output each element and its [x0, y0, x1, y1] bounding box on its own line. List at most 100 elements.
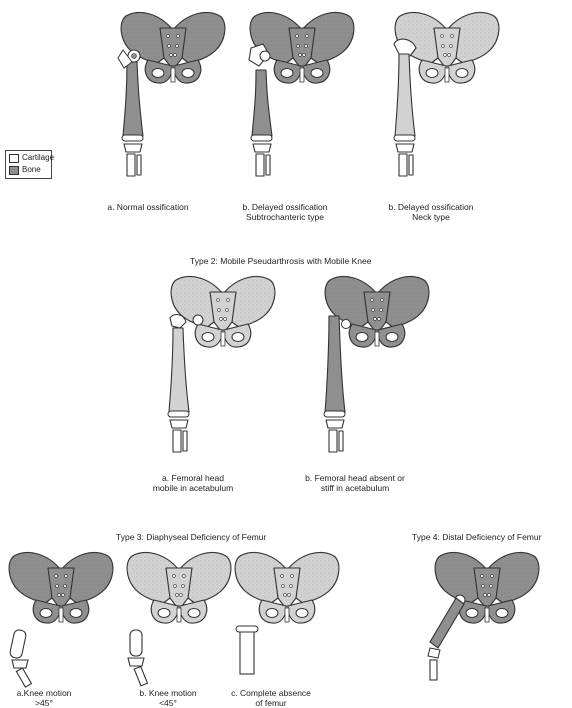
- tibia: [399, 154, 407, 176]
- tibia: [134, 667, 147, 686]
- type2-title: Type 2: Mobile Pseudarthrosis with Mobil…: [190, 256, 371, 266]
- sacral-foramen: [299, 54, 302, 57]
- sacrum: [166, 568, 192, 606]
- obturator-foramen: [152, 69, 164, 78]
- pubic-symphysis: [59, 608, 63, 622]
- proximal-tibia: [128, 658, 144, 666]
- sacral-foramen: [491, 575, 494, 578]
- sacral-foramen: [176, 594, 179, 597]
- tibia: [430, 660, 437, 680]
- sacrum: [274, 568, 300, 606]
- pubic-symphysis: [285, 608, 289, 622]
- sacrum: [210, 292, 236, 330]
- figure-delayed-neck: [394, 12, 499, 176]
- caption-complete-absence: c. Complete absence of femur: [226, 688, 316, 708]
- sacral-foramen: [174, 585, 177, 588]
- proximal-tibia: [124, 144, 142, 152]
- sacral-foramen: [220, 318, 223, 321]
- tibia: [173, 430, 181, 452]
- proximal-tibia: [396, 144, 414, 152]
- sacral-foramen: [481, 575, 484, 578]
- tibia: [240, 628, 254, 674]
- femoral-head-cartilage: [193, 315, 203, 325]
- figure-distal-deficiency: [428, 552, 539, 680]
- pubic-symphysis: [375, 332, 379, 346]
- pubic-symphysis: [177, 608, 181, 622]
- sacral-foramen: [372, 309, 375, 312]
- caption-normal-ossification: a. Normal ossification: [88, 202, 208, 212]
- sacral-foramen: [444, 54, 447, 57]
- acetabulum-cartilage: [342, 320, 351, 329]
- caption-line: b. Knee motion: [128, 688, 208, 698]
- caption-line: b. Delayed ossification: [366, 202, 496, 212]
- distal-femur-cartilage: [324, 411, 345, 417]
- sacral-foramen: [488, 594, 491, 597]
- sacrum: [474, 568, 500, 606]
- caption-line: a. Normal ossification: [88, 202, 208, 212]
- distal-femur-cartilage: [168, 411, 189, 417]
- distal-femur-cartilage: [122, 135, 143, 141]
- tibia: [127, 154, 135, 176]
- caption-femoral-head-mobile: a. Femoral head mobile in acetabulum: [133, 473, 253, 493]
- sacral-foramen: [484, 594, 487, 597]
- obturator-foramen: [426, 69, 438, 78]
- figure-knee-motion-lt45: [127, 552, 231, 685]
- figure-delayed-subtrochanteric: [249, 12, 354, 176]
- sacral-foramen: [374, 318, 377, 321]
- sacral-foramen: [227, 299, 230, 302]
- obturator-foramen: [266, 609, 278, 618]
- tibia: [329, 430, 337, 452]
- caption-line: b. Delayed ossification: [225, 202, 345, 212]
- caption-line: a. Femoral head: [133, 473, 253, 483]
- caption-line: b. Femoral head absent or: [290, 473, 420, 483]
- rudimentary-femur-cartilage: [130, 630, 142, 656]
- sacral-foramen: [218, 309, 221, 312]
- obturator-foramen: [158, 609, 170, 618]
- distal-femur-cartilage: [251, 135, 272, 141]
- sacral-foramen: [168, 45, 171, 48]
- sacrum: [160, 28, 186, 66]
- cartilage-swatch: [9, 154, 19, 163]
- tibia: [256, 154, 264, 176]
- obturator-foramen: [356, 333, 368, 342]
- fibula: [409, 155, 413, 175]
- fibula: [266, 155, 270, 175]
- fibula: [183, 431, 187, 451]
- caption-line: of femur: [226, 698, 316, 708]
- femoral-head-cartilage: [260, 51, 270, 61]
- sacral-foramen: [378, 318, 381, 321]
- sacral-foramen: [56, 585, 59, 588]
- femur-shaft: [430, 598, 464, 648]
- caption-line: Subtrochanteric type: [225, 212, 345, 222]
- femur-shaft: [123, 62, 143, 136]
- rudimentary-femur-cartilage: [9, 629, 27, 659]
- sacral-foramen: [451, 35, 454, 38]
- caption-line: Neck type: [366, 212, 496, 222]
- pubic-symphysis: [445, 68, 449, 82]
- caption-subtrochanteric: b. Delayed ossification Subtrochanteric …: [225, 202, 345, 222]
- obturator-foramen: [296, 609, 308, 618]
- sacral-foramen: [303, 54, 306, 57]
- figure-femoral-head-mobile: [168, 276, 275, 452]
- fibula: [137, 155, 141, 175]
- fibula: [339, 431, 343, 451]
- pubic-symphysis: [300, 68, 304, 82]
- figure-femoral-head-absent: [324, 276, 429, 452]
- proximal-tibia: [170, 420, 188, 428]
- sacral-foramen: [490, 585, 493, 588]
- sacral-foramen: [450, 45, 453, 48]
- legend-label-cartilage: Cartilage: [22, 153, 54, 163]
- sacral-foramen: [226, 309, 229, 312]
- obturator-foramen: [202, 333, 214, 342]
- femur-shaft: [252, 70, 272, 136]
- caption-neck-type: b. Delayed ossification Neck type: [366, 202, 496, 222]
- caption-line: c. Complete absence: [226, 688, 316, 698]
- sacral-foramen: [290, 585, 293, 588]
- caption-line: >45°: [4, 698, 84, 708]
- sacral-foramen: [224, 318, 227, 321]
- sacral-foramen: [217, 299, 220, 302]
- sacrum: [434, 28, 460, 66]
- sacral-foramen: [183, 575, 186, 578]
